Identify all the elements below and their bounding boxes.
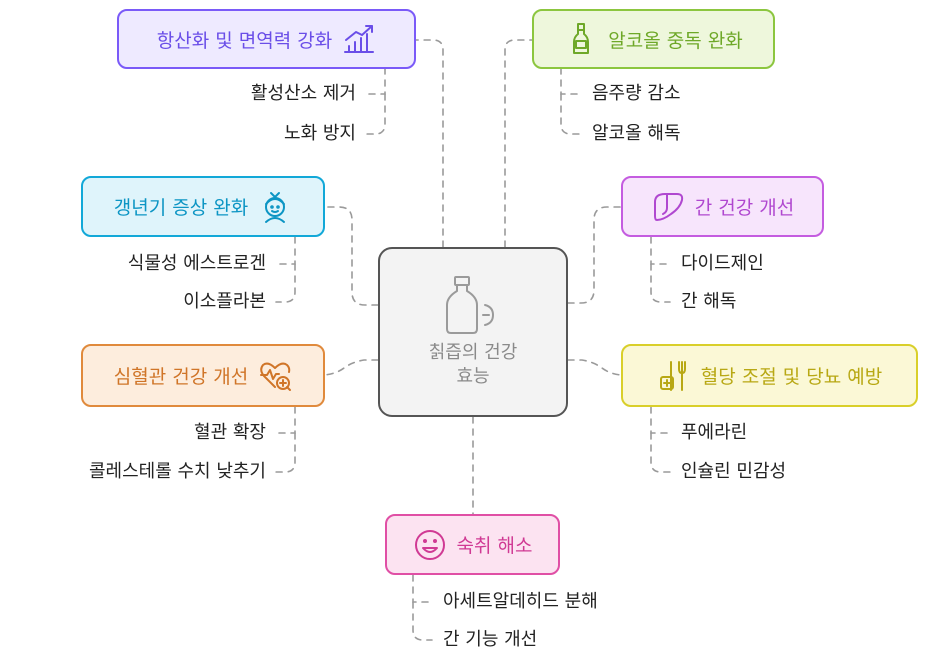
center-title: 칡즙의 건강 효능 (429, 341, 518, 389)
link-leaf-l2 (650, 263, 671, 303)
node-liver-title: 간 건강 개선 (694, 197, 795, 219)
node-cardio: 심혈관 건강 개선 (81, 344, 325, 407)
juice-bottle-icon (441, 275, 505, 335)
health-food-icon (657, 359, 691, 393)
leaf-bloodsugar-2: 인슐린 민감성 (681, 461, 787, 482)
node-alcohol-title: 알코올 중독 완화 (608, 29, 743, 52)
node-menopause: 갱년기 증상 완화 (81, 176, 325, 237)
link-leaf-b1 (650, 406, 671, 434)
node-antioxidant: 항산화 및 면역력 강화 (117, 9, 416, 69)
link-leaf-al1 (560, 67, 581, 95)
link-leaf-a2 (365, 93, 386, 135)
node-hangover: 숙취 해소 (385, 514, 560, 575)
link-bloodsugar (567, 359, 622, 376)
leaf-hangover-1: 아세트알데히드 분해 (443, 591, 598, 612)
center-title-line1: 칡즙의 건강 (428, 342, 518, 363)
leaf-antioxidant-1: 활성산소 제거 (250, 83, 356, 104)
bottle-icon (564, 22, 598, 56)
node-antioxidant-title: 항산화 및 면역력 강화 (156, 29, 333, 52)
leaf-alcohol-1: 음주량 감소 (592, 83, 681, 104)
link-leaf-b2 (650, 432, 671, 473)
center-title-line2: 효능 (456, 366, 490, 387)
node-liver: 간 건강 개선 (621, 176, 824, 237)
link-leaf-h2 (412, 601, 433, 641)
leaf-antioxidant-2: 노화 방지 (284, 123, 356, 144)
leaf-alcohol-2: 알코올 해독 (592, 123, 681, 144)
leaf-liver-1: 다이드제인 (681, 253, 764, 274)
leaf-liver-2: 간 해독 (681, 291, 737, 312)
link-leaf-m1 (275, 236, 296, 265)
link-alcohol (504, 39, 533, 248)
liver-icon (651, 190, 685, 224)
link-leaf-h1 (412, 574, 433, 603)
leaf-menopause-1: 식물성 에스트로겐 (127, 253, 266, 274)
center-node: 칡즙의 건강 효능 (378, 247, 568, 417)
leaf-bloodsugar-1: 푸에라린 (681, 422, 748, 443)
node-bloodsugar-title: 혈당 조절 및 당뇨 예방 (700, 366, 883, 388)
link-antioxidant (415, 39, 444, 248)
leaf-cardio-2: 콜레스테롤 수치 낮추기 (88, 461, 266, 482)
link-leaf-m2 (275, 263, 296, 303)
leaf-hangover-2: 간 기능 개선 (443, 629, 538, 650)
link-leaf-c2 (275, 432, 296, 473)
link-leaf-al2 (560, 93, 581, 135)
node-bloodsugar: 혈당 조절 및 당뇨 예방 (621, 344, 918, 407)
node-menopause-title: 갱년기 증상 완화 (113, 197, 249, 219)
heart-health-icon (258, 359, 292, 393)
link-menopause (324, 206, 379, 306)
link-leaf-a1 (365, 67, 386, 95)
leaf-menopause-2: 이소플라본 (183, 291, 266, 312)
node-alcohol: 알코올 중독 완화 (532, 9, 775, 69)
link-leaf-l1 (650, 236, 671, 265)
node-cardio-title: 심혈관 건강 개선 (113, 366, 249, 388)
growth-chart-icon (342, 22, 376, 56)
link-leaf-c1 (275, 406, 296, 434)
smiley-icon (413, 528, 447, 562)
woman-face-icon (258, 190, 292, 224)
link-liver (567, 206, 622, 304)
leaf-cardio-1: 혈관 확장 (194, 422, 266, 443)
node-hangover-title: 숙취 해소 (456, 535, 533, 557)
link-cardio (323, 359, 379, 376)
